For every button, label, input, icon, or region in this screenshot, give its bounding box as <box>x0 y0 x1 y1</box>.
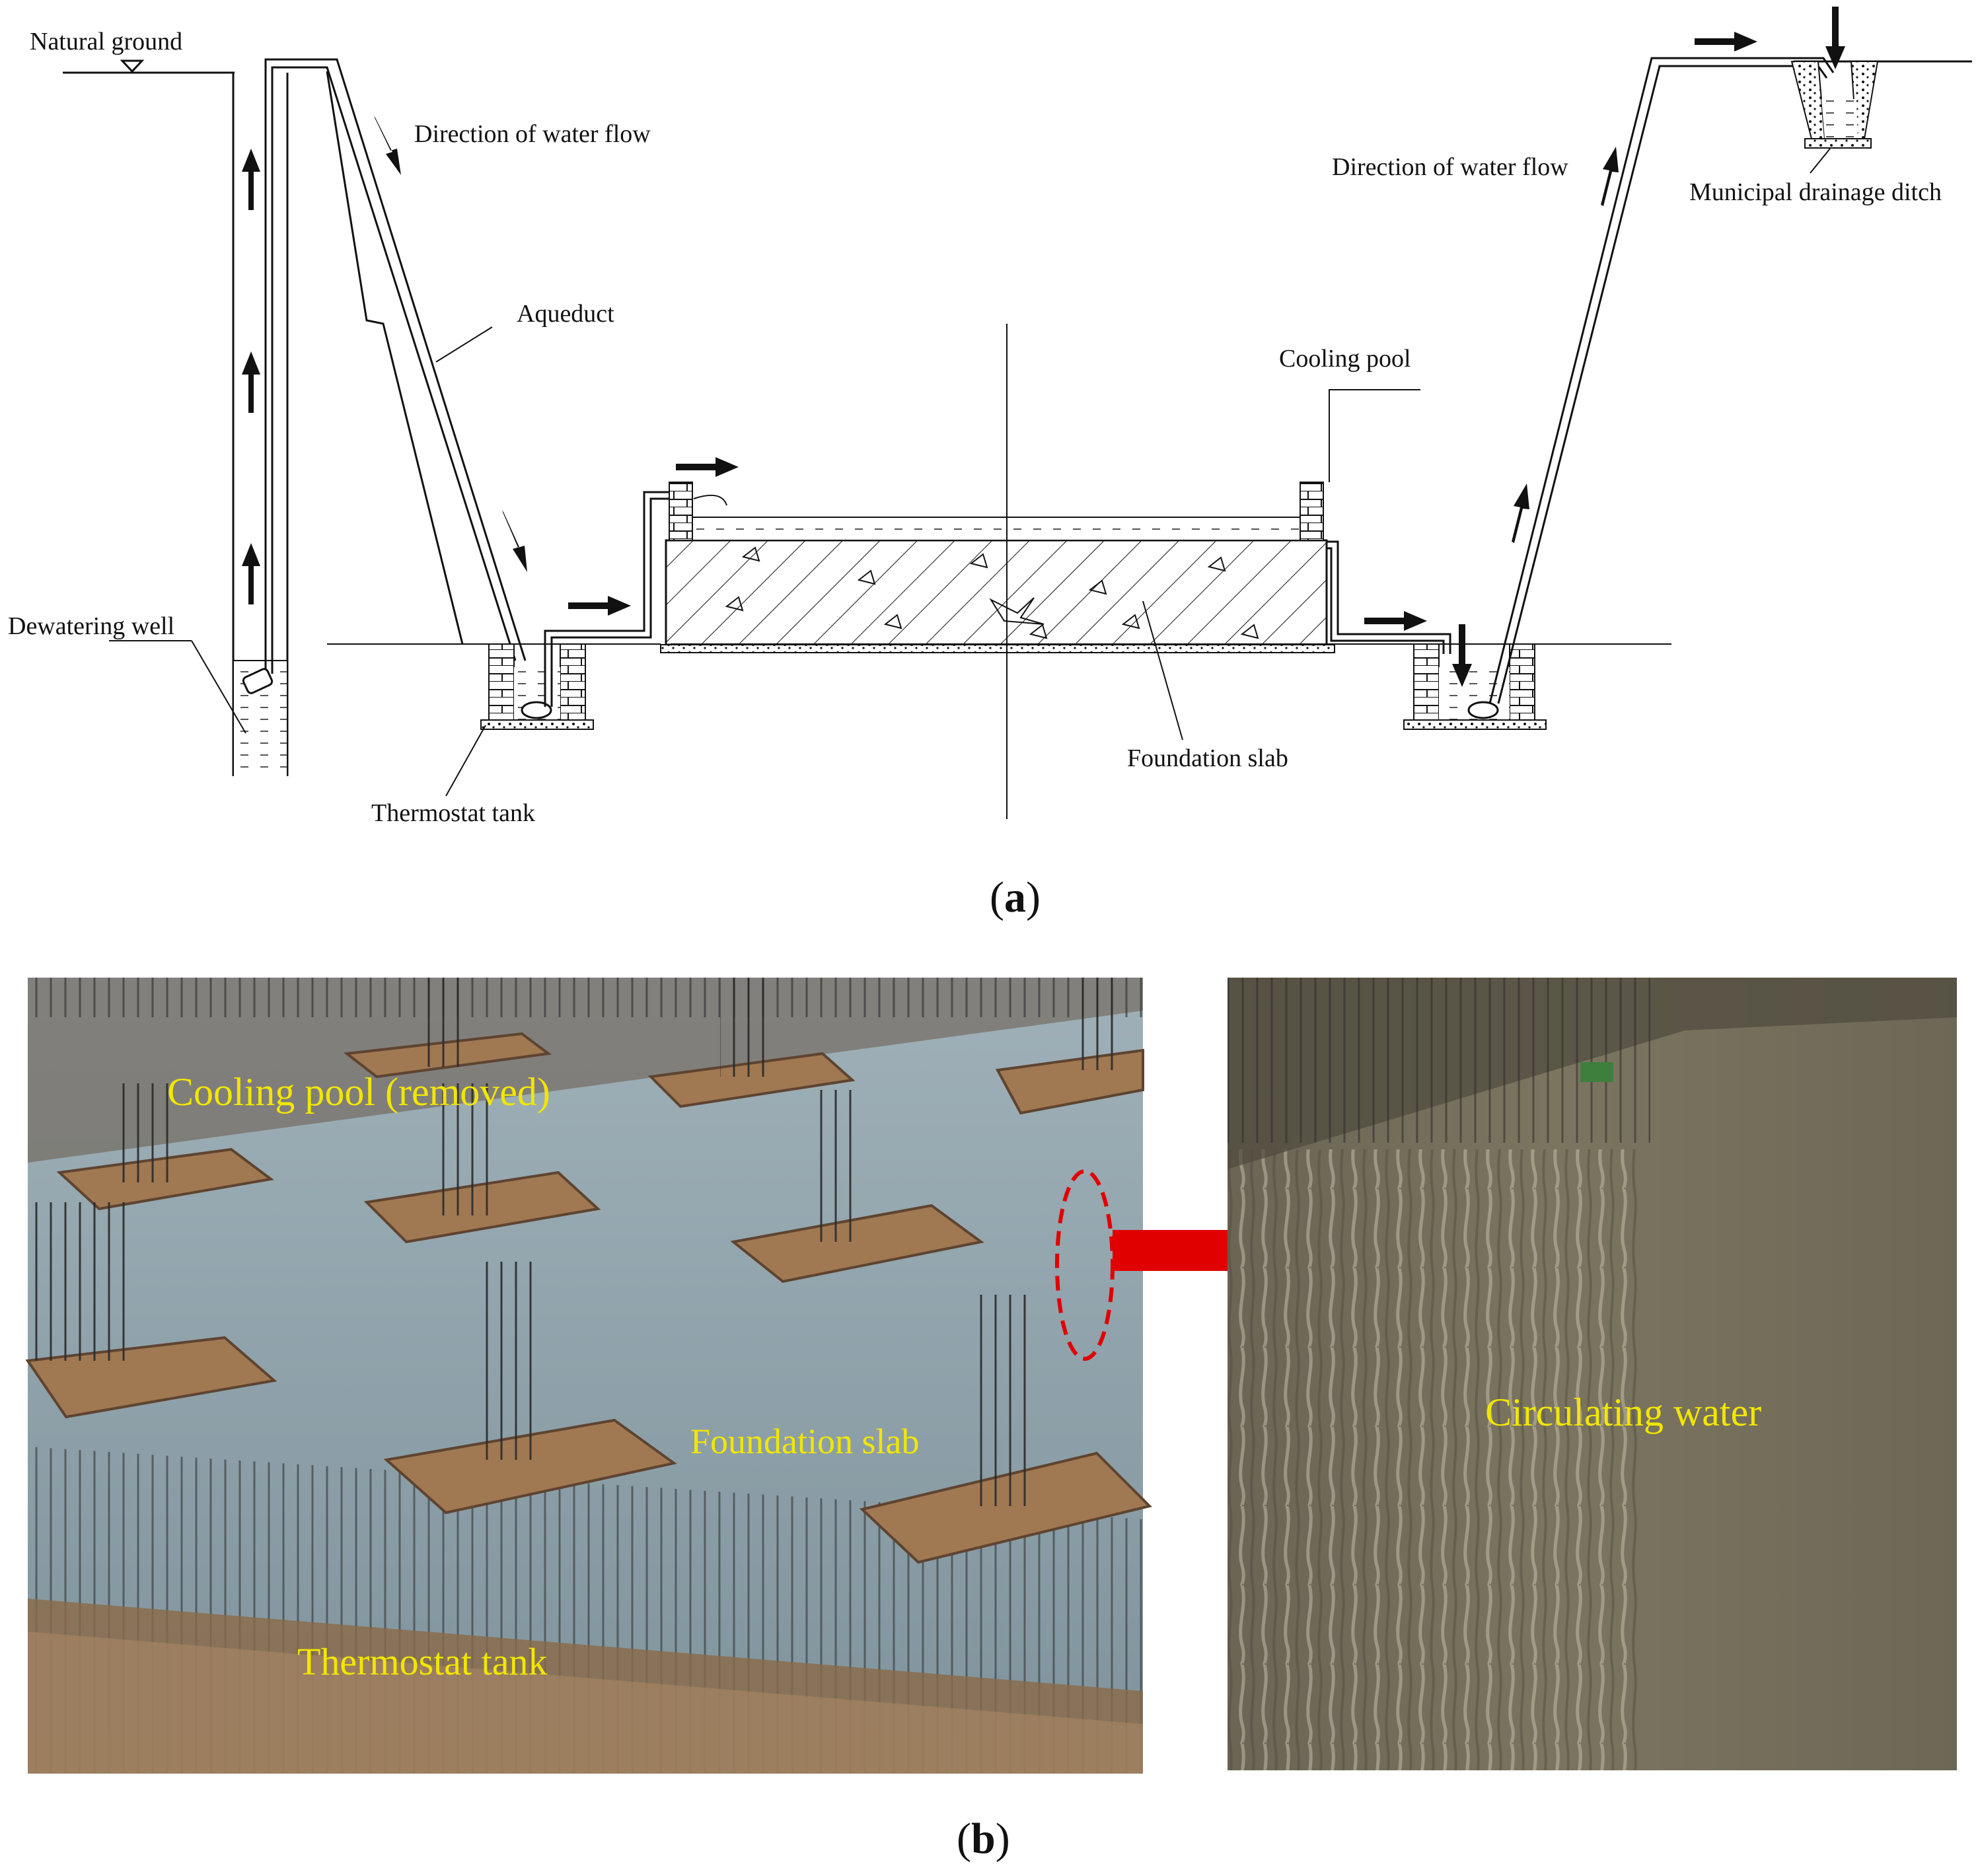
leader-cooling-pool <box>1329 389 1420 482</box>
up-arrow-icon <box>1512 484 1529 543</box>
supply-pipe <box>544 491 677 707</box>
tank-pump-icon <box>521 701 552 719</box>
red-arrow-icon <box>1113 1208 1298 1293</box>
down-arrow-icon <box>374 116 401 175</box>
caption-a: (a) <box>990 873 1041 921</box>
photo-construction-site: Cooling pool (removed) Foundation slab T… <box>25 978 1152 1774</box>
cooling-pool-water <box>692 517 1301 541</box>
up-arrow-icon <box>242 351 260 413</box>
photo-circulating-water: Circulating water <box>1228 978 1957 1770</box>
down-arrow-icon <box>502 511 527 572</box>
excavation-slope <box>326 71 464 645</box>
up-arrow-icon <box>242 149 260 210</box>
label-dewatering-well: Dewatering well <box>8 612 174 640</box>
foundation-slab <box>660 482 1335 653</box>
label-flow-right: Direction of water flow <box>1332 153 1568 181</box>
label-foundation-slab: Foundation slab <box>1127 744 1288 772</box>
right-arrow-icon <box>1695 32 1757 52</box>
photo-label-cooling-pool: Cooling pool (removed) <box>167 1070 550 1114</box>
thermostat-tank-left <box>480 643 594 730</box>
drainage-ditch <box>1790 60 1972 149</box>
leader-aqueduct <box>435 326 493 363</box>
ground-level-symbol <box>120 59 145 73</box>
photo-label-thermostat-tank: Thermostat tank <box>297 1640 548 1683</box>
label-thermostat-tank: Thermostat tank <box>371 799 535 827</box>
rising-pipe <box>1488 57 1835 704</box>
photo-label-circulating-water: Circulating water <box>1485 1390 1761 1434</box>
right-arrow-icon <box>676 457 739 477</box>
up-arrow-icon <box>242 543 260 604</box>
down-arrow-icon <box>1825 7 1845 69</box>
label-aqueduct: Aqueduct <box>517 300 614 328</box>
photo-panel: Cooling pool (removed) Foundation slab T… <box>25 978 1957 1863</box>
leader-foundation-slab <box>1142 600 1183 740</box>
photo-label-foundation-slab: Foundation slab <box>690 1422 920 1461</box>
label-drainage-ditch: Municipal drainage ditch <box>1689 178 1942 206</box>
well-pump-icon <box>242 668 274 694</box>
right-arrow-icon <box>568 596 631 616</box>
dewatering-well <box>232 73 289 776</box>
up-arrow-icon <box>1601 147 1619 206</box>
label-flow-left: Direction of water flow <box>414 120 651 148</box>
leader-thermostat-tank <box>445 725 486 797</box>
label-cooling-pool: Cooling pool <box>1279 345 1411 373</box>
return-pipe <box>1327 540 1451 654</box>
caption-b: (b) <box>957 1815 1010 1863</box>
thermostat-tank-right <box>1403 643 1547 730</box>
right-arrow-icon <box>1364 611 1427 631</box>
label-natural-ground: Natural ground <box>30 28 182 55</box>
schematic-diagram: Natural ground Dewatering well Aqueduct … <box>8 7 1972 921</box>
down-arrow-icon <box>1452 624 1472 687</box>
aqueduct-pipe <box>264 58 527 661</box>
leader-drainage-ditch <box>1810 148 1831 174</box>
